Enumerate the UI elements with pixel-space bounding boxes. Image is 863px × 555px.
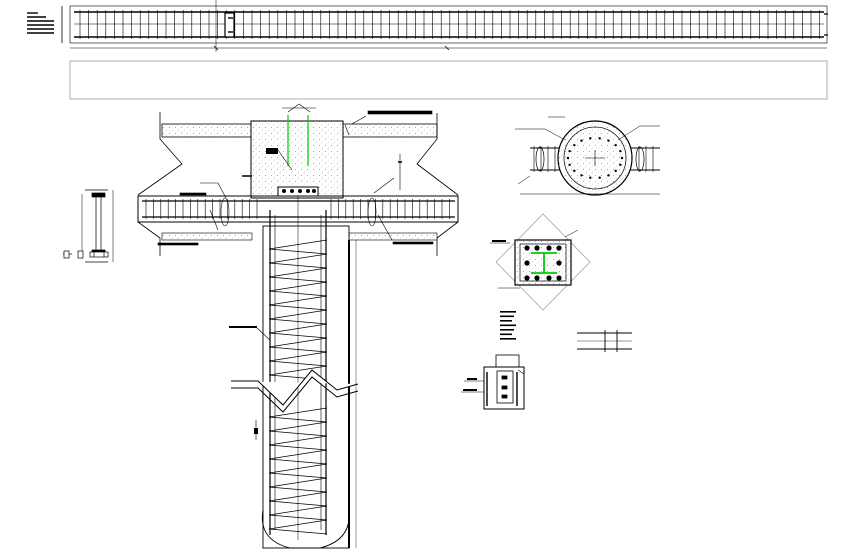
plan-rebar [607,174,610,177]
anchor-bolt [282,189,286,193]
spiral-turn [268,449,328,460]
spiral-turn [268,500,328,507]
column-above [250,120,344,199]
plan-rebar [619,163,622,167]
spiral-turn [268,435,328,446]
anchor-bolt [312,189,316,193]
spiral-turn [268,337,328,348]
anchor-bolt [298,189,302,193]
plan-rebar [598,137,601,140]
spiral-turn [268,248,328,255]
general-notes-box [69,60,828,100]
plan-rebar [614,143,617,147]
spiral-turn [268,458,328,465]
steel-rebar [524,275,530,281]
spiral-turn [268,463,328,474]
longitudinal-beam-elevation [61,0,828,52]
spiral-turn [268,346,328,353]
spiral-turn [268,332,328,339]
spiral-turn [268,528,328,535]
anchor-bolt [306,189,310,193]
spiral-turn [268,365,328,376]
steel-rebar [546,275,552,281]
legend-mark [500,333,512,336]
spiral-turn [268,318,328,325]
spiral-turn [268,444,328,451]
spiral-turn [268,430,328,437]
title-block-marks [27,12,54,34]
steel-rebar [524,260,530,266]
spiral-turn [268,309,328,320]
spiral-turn [268,416,328,423]
plan-rebar [573,169,576,173]
spiral-turn [268,491,328,502]
stirrup-ring [367,197,377,227]
plan-rebar [589,176,592,179]
steel-h-section [531,252,557,274]
plan-rebar [620,156,624,160]
steel-rebar [556,260,562,266]
spiral-turn [268,239,328,250]
circular-column-plan [515,116,660,196]
spiral-turn [268,519,328,530]
spiral-turn [268,295,328,306]
legend-mark [500,329,514,331]
spiral-turn [268,360,328,367]
plan-rebar [568,149,571,153]
anchor-bolt [290,189,294,193]
plan-rebar [607,139,610,142]
steel-rebar [556,275,562,281]
spiral-turn [268,281,328,292]
plan-rebar [580,174,583,177]
base-plate-detail [461,354,525,410]
spiral-turn [268,477,328,488]
plan-rebar [598,176,601,179]
bolt-detail [63,189,114,263]
spiral-turn [268,407,328,418]
steel-rebar [524,245,530,251]
break-line [231,369,359,406]
spiral-turn [268,262,328,269]
plan-rebar [573,143,576,147]
steel-rebar [546,245,552,251]
spiral-turn [268,290,328,297]
section-callouts [157,110,434,246]
spiral-turn [268,514,328,521]
plan-rebar [568,163,571,167]
spiral-turn [268,486,328,493]
plan-rebar [614,169,617,173]
spiral-turn [268,323,328,334]
stirrup-ring [220,197,230,227]
steel-rebar [556,245,562,251]
legend-mark [500,320,512,322]
steel-rebar [534,245,540,251]
pile-cap-beam-section [137,103,459,549]
plan-rebar [589,137,592,140]
spiral-turn [268,351,328,362]
spiral-turn [268,505,328,516]
spiral-turn [268,253,328,264]
plan-rebar [566,156,570,160]
rebar-legend [500,311,516,340]
legend-mark [500,324,516,327]
plan-rebar [580,139,583,142]
stirrup-detail [577,330,632,352]
legend-mark [500,311,516,313]
spiral-turn [268,304,328,311]
plan-rebar [619,149,622,153]
spiral-turn [268,276,328,283]
spiral-turn [268,421,328,432]
legend-mark [500,338,516,340]
spiral-turn [268,472,328,479]
spiral-turn [268,267,328,278]
steel-column-section [490,213,591,311]
legend-mark [500,315,514,318]
steel-rebar [534,275,540,281]
